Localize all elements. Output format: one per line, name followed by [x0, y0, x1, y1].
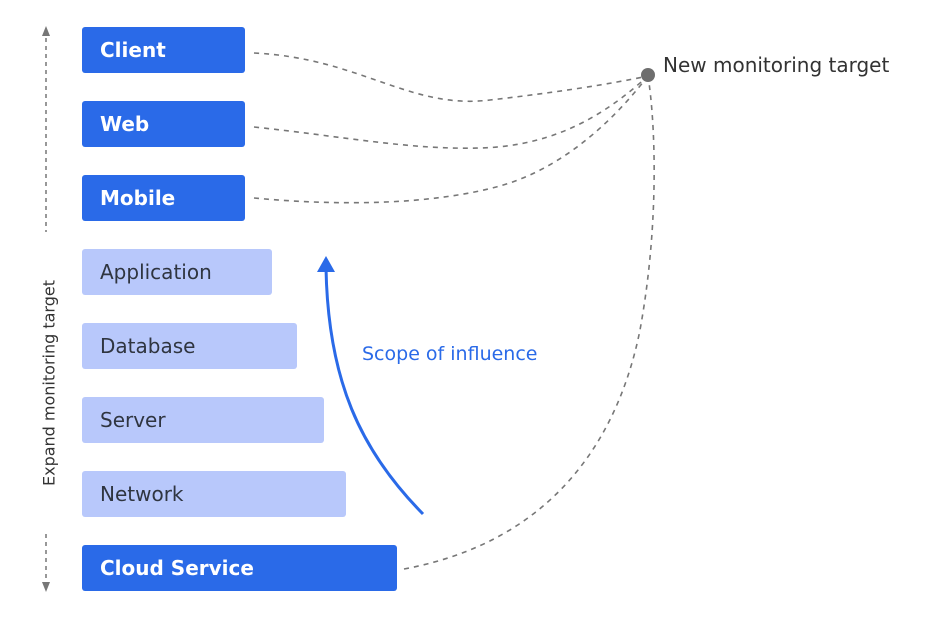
connector-client [253, 52, 649, 102]
layer-network-label: Network [100, 482, 184, 506]
layer-mobile: Mobile [82, 175, 245, 221]
layer-database-label: Database [100, 334, 196, 358]
layer-web: Web [82, 101, 245, 147]
axis-bottom-arrow-icon [42, 582, 50, 592]
layer-database: Database [82, 323, 297, 369]
layer-cloud-service: Cloud Service [82, 545, 397, 591]
scope-arrowhead-icon [317, 256, 335, 272]
layer-server: Server [82, 397, 324, 443]
connector-mobile [253, 75, 649, 204]
scope-of-influence-label: Scope of influence [362, 343, 538, 365]
layer-client-label: Client [100, 38, 166, 62]
connector-web [253, 75, 649, 149]
layer-application: Application [82, 249, 272, 295]
layer-cloud-service-label: Cloud Service [100, 556, 254, 580]
connector-cloud-service [403, 75, 655, 570]
layer-web-label: Web [100, 112, 150, 136]
layer-mobile-label: Mobile [100, 186, 176, 210]
layer-network: Network [82, 471, 346, 517]
new-monitoring-target-label: New monitoring target [663, 53, 890, 77]
target-node [641, 68, 655, 82]
layer-application-label: Application [100, 260, 212, 284]
layer-server-label: Server [100, 408, 166, 432]
scope-of-influence-arrow [324, 267, 425, 516]
axis-top-arrow-icon [42, 26, 50, 36]
expand-monitoring-target-label: Expand monitoring target [39, 280, 59, 486]
layer-client: Client [82, 27, 245, 73]
